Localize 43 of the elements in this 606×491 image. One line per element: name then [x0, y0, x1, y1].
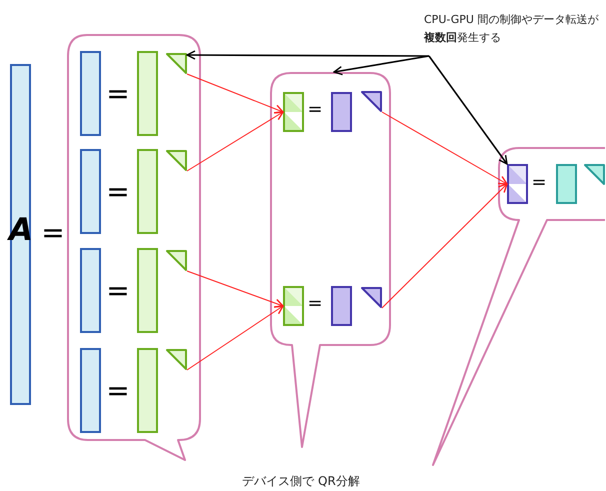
matrix-block — [137, 149, 158, 234]
matrix-block — [137, 248, 158, 333]
equals-sign: = — [530, 171, 548, 195]
matrix-block — [556, 164, 577, 204]
triangle-matrix — [166, 53, 187, 74]
arrow — [186, 305, 284, 370]
equals-sign: = — [105, 374, 131, 408]
arrow — [186, 74, 284, 114]
triangle-matrix — [166, 349, 187, 370]
arrow — [333, 55, 430, 76]
matrix-block — [331, 286, 352, 326]
triangle-matrix — [166, 250, 187, 271]
matrix-block — [80, 149, 101, 234]
arrow — [186, 111, 284, 172]
arrow — [382, 112, 508, 185]
speech-bubble — [270, 72, 392, 449]
matrix-block — [80, 248, 101, 333]
equals-sign: = — [306, 98, 324, 122]
note-text: CPU-GPU 間の制御やデータ転送が複数回発生する — [424, 11, 606, 47]
matrix-block — [331, 92, 352, 132]
triangle-matrix — [584, 164, 605, 185]
matrix-block — [137, 348, 158, 433]
equals-sign: = — [105, 175, 131, 209]
matrix-block — [507, 164, 528, 204]
triangle-matrix — [166, 150, 187, 171]
caption-text: デバイス側で QR分解 — [241, 473, 361, 490]
equals-sign: = — [105, 274, 131, 308]
arrow — [428, 56, 508, 165]
arrow — [186, 50, 429, 60]
matrix-block — [80, 348, 101, 433]
speech-bubble — [432, 147, 606, 467]
triangle-matrix — [361, 287, 382, 308]
matrix-block — [283, 92, 304, 132]
equals-sign: = — [105, 77, 131, 111]
equals-sign: = — [40, 216, 66, 250]
matrix-block — [137, 51, 158, 136]
arrow — [186, 270, 284, 308]
matrix-block — [283, 286, 304, 326]
arrow — [382, 183, 508, 308]
matrix-block — [80, 51, 101, 136]
triangle-matrix — [361, 91, 382, 112]
speech-bubble — [66, 34, 202, 462]
equals-sign: = — [306, 292, 324, 316]
